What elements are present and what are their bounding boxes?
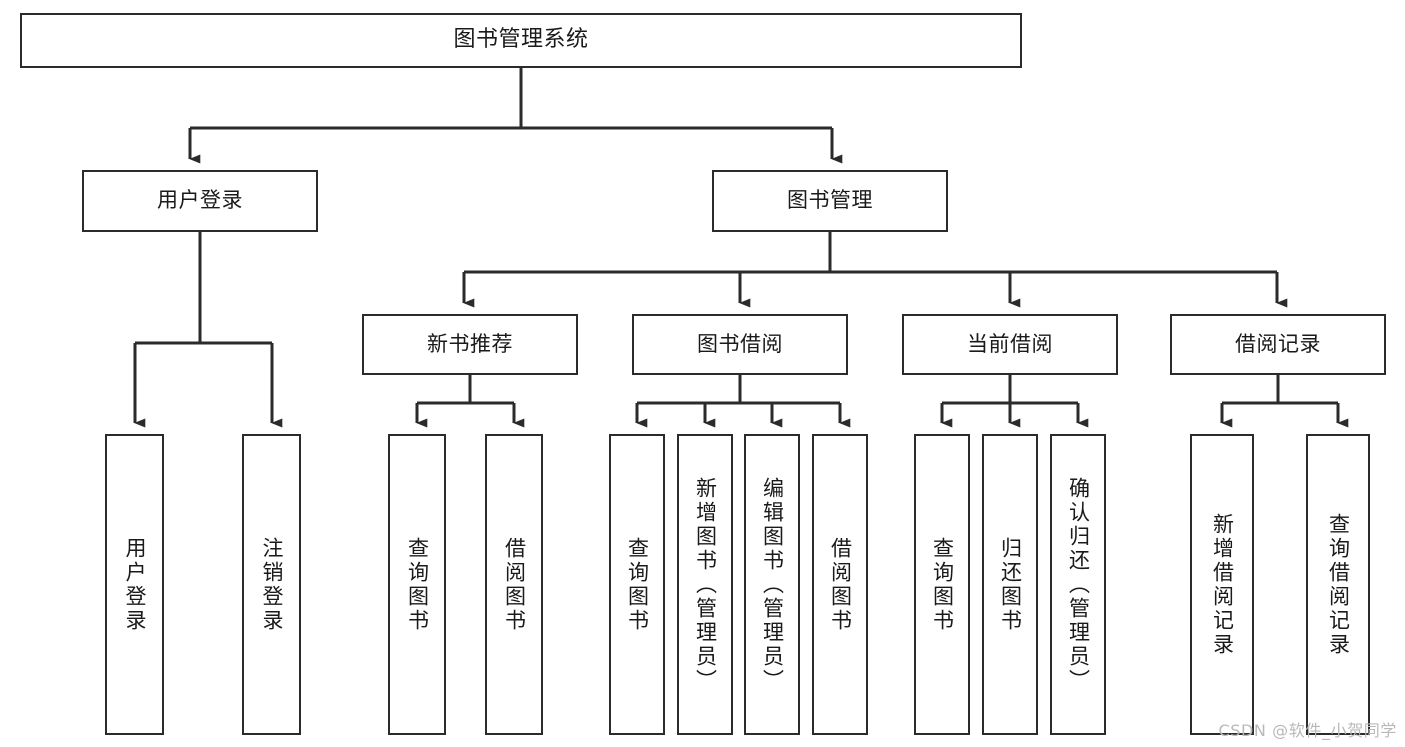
node-label: 新增借阅记录 xyxy=(1210,512,1235,657)
leaf-records-add-record[interactable]: 新增借阅记录 xyxy=(1190,434,1254,735)
node-label: 图书管理系统 xyxy=(453,27,589,53)
watermark-text: CSDN @软件_小贺同学 xyxy=(1218,721,1397,740)
node-label: 查询图书 xyxy=(930,536,955,633)
node-label: 借阅记录 xyxy=(1235,331,1321,356)
leaf-borrow-add-book-admin[interactable]: 新增图书（管理员） xyxy=(677,434,733,735)
node-label: 编辑图书（管理员） xyxy=(760,476,785,693)
leaf-current-return-book[interactable]: 归还图书 xyxy=(982,434,1038,735)
node-label: 图书管理 xyxy=(787,188,873,213)
leaf-new-book-borrow[interactable]: 借阅图书 xyxy=(485,434,543,735)
node-label: 归还图书 xyxy=(998,536,1023,633)
node-label: 用户登录 xyxy=(123,536,147,633)
leaf-current-confirm-return-admin[interactable]: 确认归还（管理员） xyxy=(1050,434,1106,735)
node-book-management[interactable]: 图书管理 xyxy=(712,170,948,232)
node-label: 借阅图书 xyxy=(502,536,527,633)
leaf-user-login-signin[interactable]: 用户登录 xyxy=(105,434,164,735)
node-root-system[interactable]: 图书管理系统 xyxy=(20,13,1022,68)
node-new-book-recommend[interactable]: 新书推荐 xyxy=(362,314,578,375)
node-label: 新增图书（管理员） xyxy=(693,476,718,693)
leaf-borrow-query-book[interactable]: 查询图书 xyxy=(609,434,665,735)
leaf-user-login-signout[interactable]: 注销登录 xyxy=(242,434,301,735)
node-label: 注销登录 xyxy=(260,536,284,633)
leaf-borrow-borrow-book[interactable]: 借阅图书 xyxy=(812,434,868,735)
node-label: 图书借阅 xyxy=(697,331,783,356)
leaf-borrow-edit-book-admin[interactable]: 编辑图书（管理员） xyxy=(744,434,800,735)
node-label: 当前借阅 xyxy=(967,331,1053,356)
node-label: 查询图书 xyxy=(405,536,430,633)
leaf-new-book-query[interactable]: 查询图书 xyxy=(388,434,446,735)
node-borrow-records[interactable]: 借阅记录 xyxy=(1170,314,1386,375)
node-label: 新书推荐 xyxy=(427,331,513,356)
node-current-borrow[interactable]: 当前借阅 xyxy=(902,314,1118,375)
node-label: 确认归还（管理员） xyxy=(1066,476,1091,693)
node-label: 查询图书 xyxy=(625,536,650,633)
node-user-login[interactable]: 用户登录 xyxy=(82,170,318,232)
node-book-borrow[interactable]: 图书借阅 xyxy=(632,314,848,375)
leaf-current-query-book[interactable]: 查询图书 xyxy=(914,434,970,735)
leaf-records-query-record[interactable]: 查询借阅记录 xyxy=(1306,434,1370,735)
node-label: 借阅图书 xyxy=(828,536,853,633)
node-label: 用户登录 xyxy=(157,188,243,213)
node-label: 查询借阅记录 xyxy=(1326,512,1351,657)
